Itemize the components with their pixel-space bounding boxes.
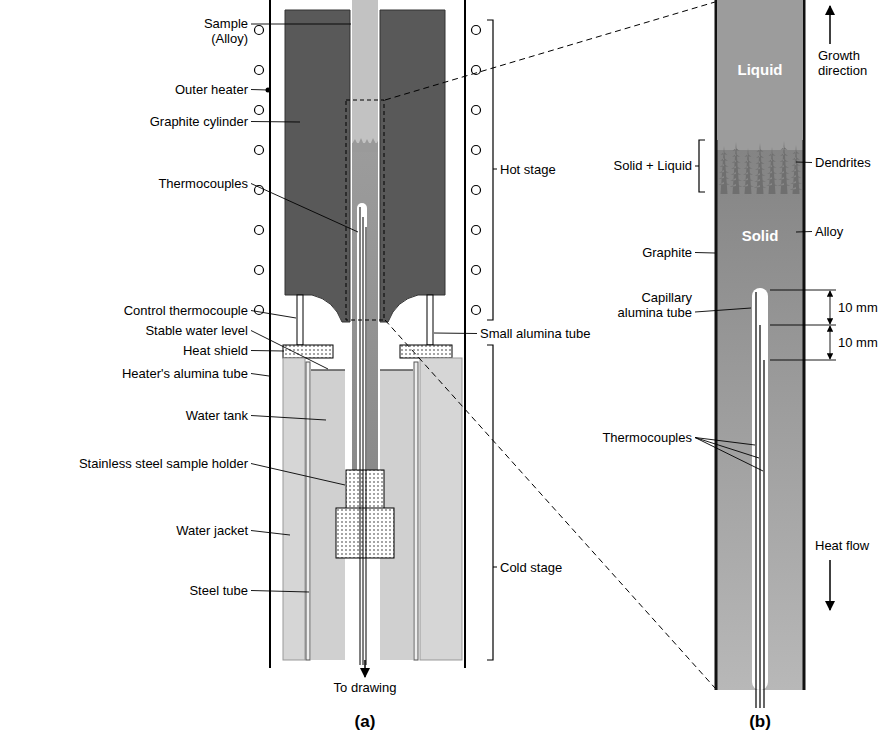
direction-label: Heat flow <box>815 538 869 553</box>
dendrite <box>778 141 791 194</box>
leader-line <box>251 531 290 536</box>
heater-tube-wall <box>269 0 271 668</box>
heat-shield <box>283 345 333 358</box>
sample-liquid <box>352 0 378 143</box>
leader-line <box>251 591 309 593</box>
zoom-line <box>385 320 715 688</box>
leader-line <box>251 89 268 91</box>
drawing-arrow <box>364 660 366 677</box>
part-label: Graphite cylinder <box>150 114 248 129</box>
leader-line <box>434 333 477 335</box>
leader-line <box>251 374 269 377</box>
leader-line <box>251 24 351 25</box>
dendrite <box>718 146 730 194</box>
part-label: Dendrites <box>815 155 871 170</box>
graphite-cylinder <box>380 10 445 322</box>
stage-bracket <box>487 345 497 660</box>
heater-tube-wall <box>464 0 466 668</box>
part-label: Water tank <box>186 408 248 423</box>
zoom-box <box>346 100 384 320</box>
leader-line <box>251 416 326 421</box>
part-label: Heater's alumina tube <box>122 366 248 381</box>
leader-line <box>695 438 759 459</box>
steel-tube <box>414 362 418 660</box>
part-label: Alloy <box>815 224 843 239</box>
sample-holder <box>336 508 394 558</box>
zoom-line <box>385 2 715 100</box>
dendrite <box>790 145 803 194</box>
zone-bracket <box>695 140 705 192</box>
direction-label: Growth direction <box>818 48 880 78</box>
dendrite-front <box>352 138 378 152</box>
leader-line <box>251 311 296 319</box>
dendrites <box>718 141 802 194</box>
zone-label: Solid + Liquid <box>614 158 692 173</box>
stage-label: Hot stage <box>500 162 556 177</box>
water-jacket <box>420 358 462 660</box>
dendrite <box>754 143 767 194</box>
growth-arrow <box>829 6 831 44</box>
thermocouple-wire <box>360 207 366 665</box>
leader-line <box>796 162 812 164</box>
leader-line <box>695 252 715 254</box>
dendrite <box>730 142 743 194</box>
part-label: Heat shield <box>183 343 248 358</box>
liquid-region: Liquid <box>717 0 803 140</box>
sample-holder <box>346 470 384 510</box>
part-label: Sample (Alloy) <box>192 16 248 46</box>
part-label: Stable water level <box>145 323 248 338</box>
water-level <box>380 369 413 371</box>
water-level <box>311 369 345 371</box>
dimension-line <box>770 290 836 360</box>
dendrite <box>766 147 778 194</box>
part-label: Outer heater <box>175 82 248 97</box>
leader-line <box>251 184 358 233</box>
leader-line <box>251 464 345 486</box>
part-label: Control thermocouple <box>124 303 248 318</box>
direction-label: To drawing <box>334 680 397 695</box>
leader-line <box>251 331 328 370</box>
region-text: Solid <box>742 227 779 245</box>
thermocouple-wire <box>756 292 764 708</box>
part-label: Small alumina tube <box>480 326 591 341</box>
graphite-cylinder <box>285 10 350 322</box>
leader-line <box>695 438 755 446</box>
leader-line <box>251 121 300 123</box>
leader-line <box>251 350 284 352</box>
liquid-zone <box>717 0 803 150</box>
part-label: Stainless steel sample holder <box>79 456 248 471</box>
part-label: Thermocouples <box>602 430 692 445</box>
heat-flow-arrow <box>829 560 831 610</box>
part-label: Thermocouples <box>158 176 248 191</box>
small-alumina-tube <box>297 295 303 345</box>
leader-dot <box>266 88 271 93</box>
region-text: Liquid <box>738 61 783 79</box>
heat-shield <box>400 345 452 358</box>
small-alumina-tube <box>427 295 433 345</box>
panel-letter: (a) <box>355 712 376 732</box>
dendrite <box>742 148 754 194</box>
panel-letter: (b) <box>749 712 771 732</box>
part-label: Water jacket <box>176 523 248 538</box>
leader-line <box>695 438 763 472</box>
part-label: Graphite <box>642 245 692 260</box>
leader-line <box>695 308 751 312</box>
steel-tube <box>306 362 310 660</box>
stage-label: Cold stage <box>500 560 562 575</box>
water-jacket <box>283 358 305 660</box>
dimension-label: 10 mm <box>838 335 878 350</box>
leader-line <box>796 231 812 233</box>
part-label: Capillary alumina tube <box>606 290 692 320</box>
solid-region: Solid <box>717 196 803 276</box>
dimension-label: 10 mm <box>838 300 878 315</box>
part-label: Steel tube <box>189 583 248 598</box>
stage-bracket <box>487 20 497 320</box>
capillary-tube <box>357 203 367 670</box>
